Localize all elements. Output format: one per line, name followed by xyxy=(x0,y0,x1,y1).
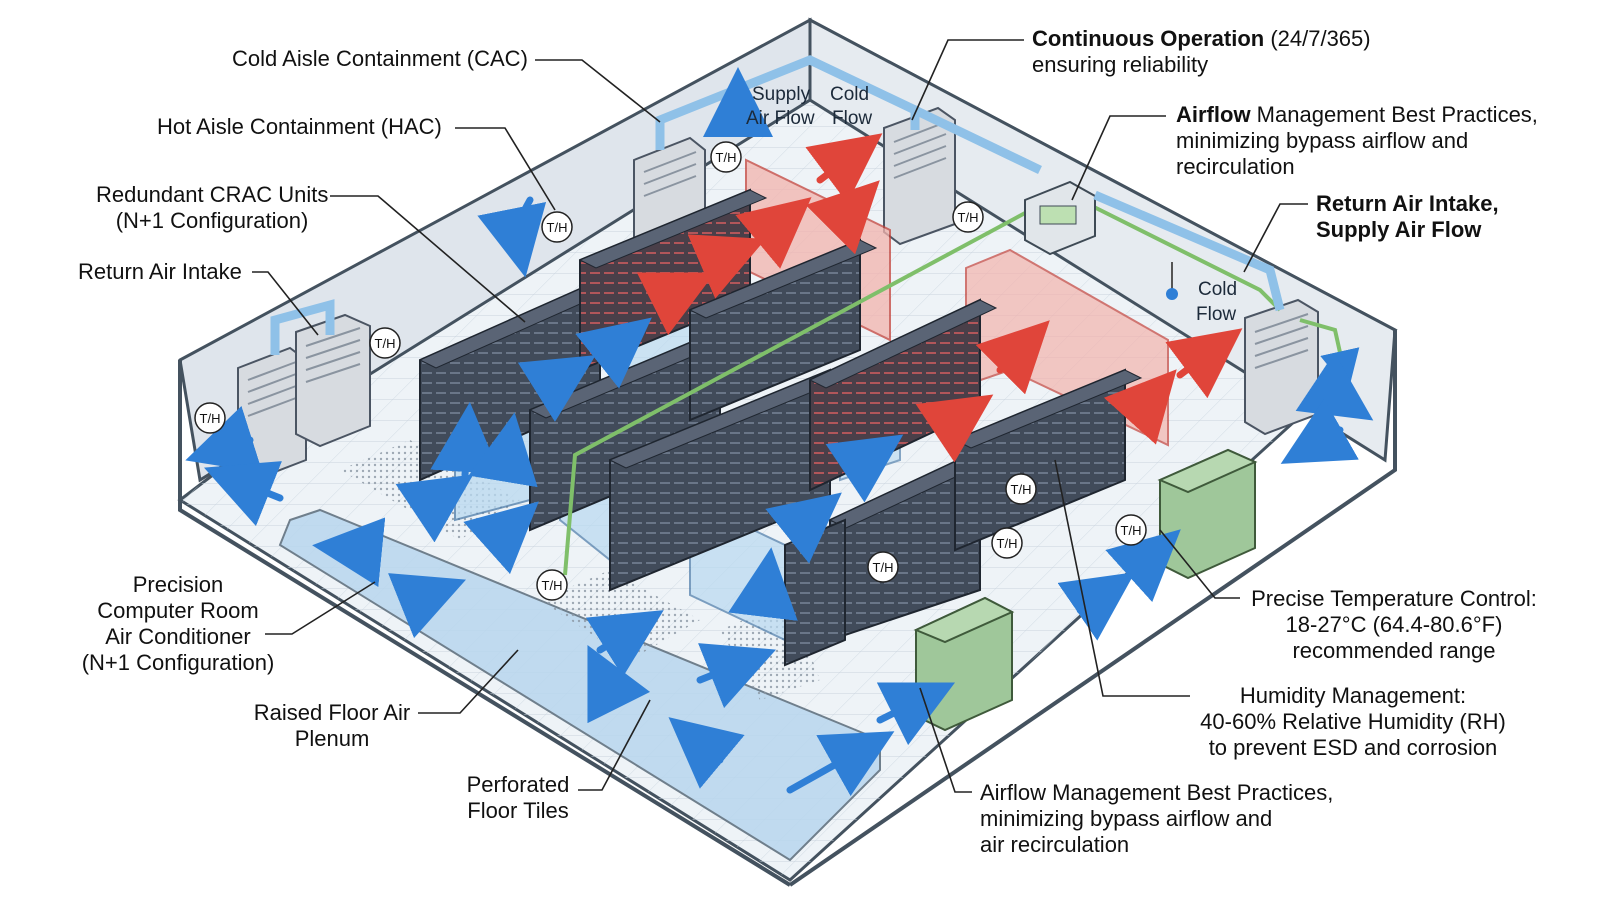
callout-leaders xyxy=(252,39,1308,793)
th-sensor: T/H xyxy=(541,211,573,243)
callout-line: Raised Floor Air xyxy=(253,700,411,725)
rack-row-9 xyxy=(784,518,846,667)
th-sensor: T/H xyxy=(991,527,1023,559)
supply-air-flow-label: Supply xyxy=(752,84,811,105)
leader-pcrac xyxy=(265,581,376,635)
th-sensor-label: T/H xyxy=(547,220,568,235)
rack-row-5 xyxy=(608,368,848,592)
left-wall-edge xyxy=(178,360,792,887)
callout-line: Return Air Intake, xyxy=(1316,191,1499,216)
th-sensor-label: T/H xyxy=(542,578,563,593)
th-sensor: T/H xyxy=(710,141,742,173)
callout-line: air recirculation xyxy=(980,832,1130,857)
callout-airflow-management-top: Airflow Management Best Practices, minim… xyxy=(1176,102,1538,180)
callout-line: minimizing bypass airflow and xyxy=(1176,128,1469,153)
supply-ducts xyxy=(270,55,1285,355)
callout-line: Continuous Operation (24/7/365) xyxy=(1032,26,1371,52)
th-sensor-label: T/H xyxy=(1011,482,1032,497)
cold-airflow-arrows xyxy=(185,67,1374,797)
callout-cold-aisle-containment: Cold Aisle Containment (CAC) xyxy=(232,46,528,71)
callout-temperature-control: Precise Temperature Control: 18-27°C (64… xyxy=(1248,586,1540,664)
callout-humidity-management: Humidity Management: 40-60% Relative Hum… xyxy=(1198,683,1508,761)
callout-line: Airflow Management Best Practices, xyxy=(1176,102,1538,128)
th-sensor-label: T/H xyxy=(997,536,1018,551)
th-sensor: T/H xyxy=(369,327,401,359)
callout-line: Air Conditioner xyxy=(105,624,251,649)
callout-raised-floor-plenum: Raised Floor Air Plenum xyxy=(252,700,412,752)
callout-rest: Management Best Practices, xyxy=(1250,102,1538,127)
callout-line: Humidity Management: xyxy=(1239,683,1467,708)
leader-plenum xyxy=(418,649,519,714)
th-sensors: T/H T/H T/H T/H T/H T/H T/H T/H T/H T/H xyxy=(194,141,1147,601)
callout-line: Computer Room xyxy=(97,598,259,623)
th-sensor-label: T/H xyxy=(200,411,221,426)
th-sensor: T/H xyxy=(952,201,984,233)
callout-perforated-tiles: Perforated Floor Tiles xyxy=(458,772,578,824)
callout-line: to prevent ESD and corrosion xyxy=(1208,735,1498,760)
callout-line: Airflow Management Best Practices, xyxy=(980,780,1334,805)
leader-airflow-top xyxy=(1071,115,1166,201)
th-sensor-label: T/H xyxy=(958,210,979,225)
crac-unit-left-b xyxy=(295,313,371,448)
th-sensor: T/H xyxy=(1115,514,1147,546)
supply-air-flow-label: Air Flow xyxy=(746,108,815,129)
callout-line: 18-27°C (64.4-80.6°F) xyxy=(1285,612,1503,637)
th-sensor-label: T/H xyxy=(375,336,396,351)
callout-line: recirculation xyxy=(1176,154,1295,179)
cold-flow-label: Cold xyxy=(1198,279,1237,300)
callout-return-air-intake: Return Air Intake xyxy=(78,259,242,284)
callout-precision-crac: Precision Computer Room Air Conditioner … xyxy=(72,572,284,676)
callout-airflow-management-bottom: Airflow Management Best Practices, minim… xyxy=(980,780,1333,858)
th-sensor: T/H xyxy=(867,551,899,583)
callout-line: (N+1 Configuration) xyxy=(115,208,309,233)
callout-line: recommended range xyxy=(1292,638,1496,663)
thermometer-icon xyxy=(1166,262,1178,300)
right-wall-edge xyxy=(788,330,1397,887)
leader-humidity xyxy=(1054,459,1190,697)
callout-rest: (24/7/365) xyxy=(1264,26,1371,51)
th-sensor-label: T/H xyxy=(716,150,737,165)
hot-airflow-arrows xyxy=(636,133,1243,463)
th-sensor-label: T/H xyxy=(873,560,894,575)
callout-redundant-crac: Redundant CRAC Units (N+1 Configuration) xyxy=(96,182,328,234)
cold-flow-label: Flow xyxy=(832,108,872,129)
callout-line: Supply Air Flow xyxy=(1316,217,1482,242)
callout-line: Floor Tiles xyxy=(467,798,569,823)
leader-cac xyxy=(535,59,661,123)
callout-bold: Airflow xyxy=(1176,102,1251,127)
th-sensor: T/H xyxy=(1005,473,1037,505)
th-sensor: T/H xyxy=(536,569,568,601)
callout-return-supply: Return Air Intake, Supply Air Flow xyxy=(1316,191,1499,243)
callout-line: (N+1 Configuration) xyxy=(81,650,275,675)
callout-line: Precision xyxy=(132,572,224,597)
precision-unit-right xyxy=(1157,448,1258,580)
leader-return xyxy=(252,271,319,336)
leader-crac xyxy=(330,195,526,323)
callout-line: ensuring reliability xyxy=(1032,52,1209,77)
cold-flow-label: Cold xyxy=(830,84,869,105)
cold-flow-label: Flow xyxy=(1196,304,1236,325)
callout-line: minimizing bypass airflow and xyxy=(980,806,1273,831)
callout-line: 40-60% Relative Humidity (RH) xyxy=(1200,709,1506,734)
callout-bold: Continuous Operation xyxy=(1032,26,1265,51)
leader-return-supply xyxy=(1243,203,1308,273)
leader-temperature xyxy=(1159,529,1240,599)
leader-continuous xyxy=(911,39,1024,121)
th-sensor-label: T/H xyxy=(1121,523,1142,538)
leader-hac xyxy=(455,127,556,211)
callout-continuous-operation: Continuous Operation (24/7/365) ensuring… xyxy=(1032,26,1371,78)
callout-line: Precise Temperature Control: xyxy=(1251,586,1537,611)
leader-tiles xyxy=(578,699,651,791)
callout-line: Perforated xyxy=(466,772,570,797)
callout-hot-aisle-containment: Hot Aisle Containment (HAC) xyxy=(157,114,442,139)
callout-line: Redundant CRAC Units xyxy=(96,182,329,207)
th-sensor: T/H xyxy=(194,402,226,434)
leader-airflow-bottom xyxy=(919,687,972,793)
scene-labels: Supply Air Flow Cold Flow Cold Flow xyxy=(746,84,1237,325)
monitoring-panel xyxy=(1024,180,1096,256)
callout-line: Plenum xyxy=(294,726,370,751)
